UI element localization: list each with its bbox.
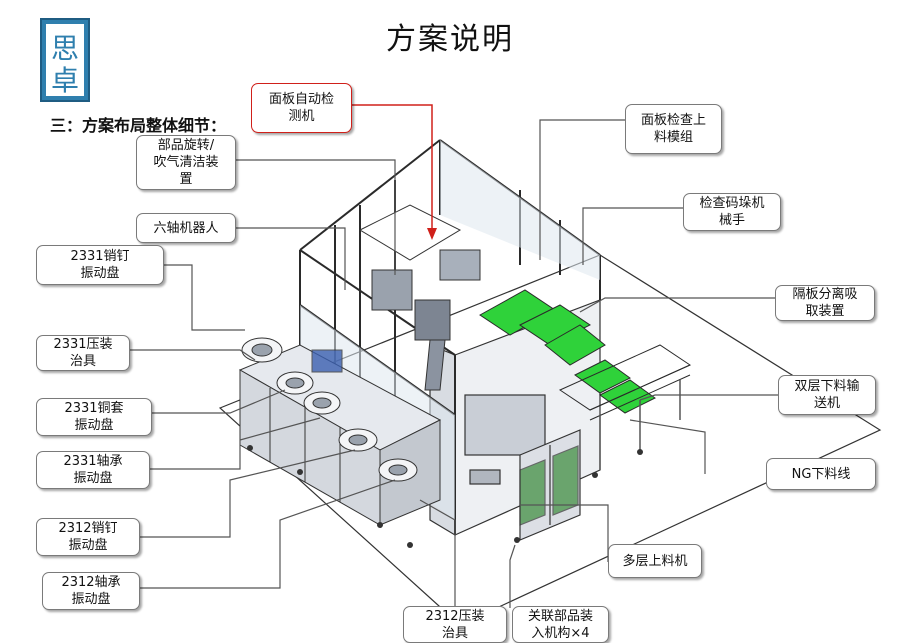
svg-text:卓: 卓 <box>51 64 79 97</box>
logo-text: 思 <box>51 32 79 65</box>
conveyor-legs <box>599 380 681 470</box>
callout-partition-separator: 隔板分离吸 取装置 <box>775 285 875 321</box>
callout-pin-2312-bowl: 2312销钉 振动盘 <box>36 518 140 556</box>
section-heading: 三：方案布局整体细节： <box>50 116 227 135</box>
callout-part-rotate-blow-clean: 部品旋转/ 吹气清洁装 置 <box>136 135 236 190</box>
six-axis-robot-drawing <box>371 249 481 391</box>
callout-panel-auto-inspector: 面板自动检 测机 <box>251 83 352 133</box>
vibration-bowls <box>241 337 418 482</box>
company-logo: 思 卓 <box>40 18 90 102</box>
callout-multi-layer-loader: 多层上料机 <box>608 544 702 578</box>
callout-panel-check-loading: 面板检查上 料模组 <box>625 104 722 154</box>
callout-press-fixture-2312: 2312压装 治具 <box>403 606 507 643</box>
callout-copper-sleeve-2331-bowl: 2331铜套 振动盘 <box>36 398 152 436</box>
callout-press-fixture-2331: 2331压装 治具 <box>36 335 130 371</box>
callout-pin-2331-bowl: 2331销钉 振动盘 <box>36 245 164 285</box>
callout-six-axis-robot: 六轴机器人 <box>136 213 236 243</box>
panel-top-plate <box>358 204 462 261</box>
callout-bearing-2312-bowl: 2312轴承 振动盘 <box>42 572 140 610</box>
machine-feet <box>247 445 643 548</box>
callout-ng-unload-line: NG下料线 <box>766 458 876 490</box>
callout-stacking-manipulator: 检查码垛机 械手 <box>683 193 781 231</box>
callout-bearing-2331-bowl: 2331轴承 振动盘 <box>36 451 150 489</box>
page-title: 方案说明 <box>386 22 514 57</box>
leader-lines <box>130 104 778 608</box>
green-trays <box>479 289 692 421</box>
callout-double-unload-conveyor: 双层下料输 送机 <box>778 375 876 415</box>
base-footprint <box>218 254 882 626</box>
callout-related-parts-loader: 关联部品装 入机构×4 <box>512 606 609 643</box>
